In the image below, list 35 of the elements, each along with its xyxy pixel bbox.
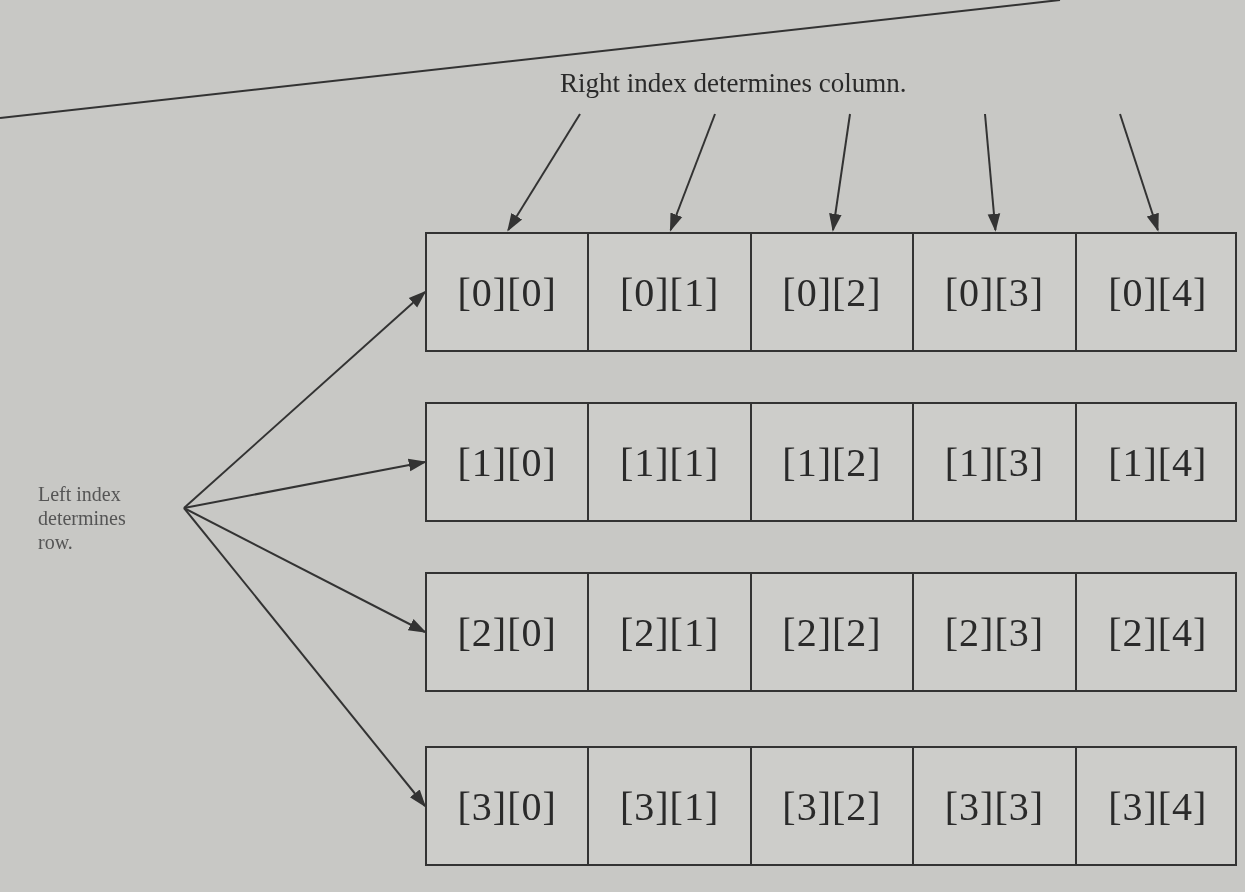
element-index: [0][3] xyxy=(944,268,1044,316)
element-index: [1][1] xyxy=(619,438,720,486)
arrow xyxy=(669,113,716,232)
element-index: [2][1] xyxy=(619,608,720,656)
element-index: [2][3] xyxy=(944,608,1044,656)
element-index: [1][3] xyxy=(944,438,1044,486)
element-index: [1][0] xyxy=(457,438,557,486)
annotation-text: Right index determines column. xyxy=(560,68,908,100)
arrow xyxy=(183,507,427,633)
array-row xyxy=(425,232,1237,352)
element-index: [3][3] xyxy=(944,782,1044,830)
element-index: [3][2] xyxy=(782,782,882,830)
element-index: [0][1] xyxy=(619,268,720,316)
element-index: [3][0] xyxy=(457,782,557,830)
arrow xyxy=(183,290,427,509)
array-row xyxy=(425,402,1237,522)
array-row xyxy=(425,572,1237,692)
element-index: [2][2] xyxy=(782,608,882,656)
element-index: [0][0] xyxy=(457,268,557,316)
element-index: [0][2] xyxy=(782,268,882,316)
arrow xyxy=(507,113,581,232)
element-index: [2][0] xyxy=(457,608,557,656)
element-index: [1][2] xyxy=(782,438,882,486)
arrow xyxy=(829,113,851,232)
array-row xyxy=(425,746,1237,866)
arrow xyxy=(183,458,427,509)
element-index: [3][1] xyxy=(619,782,720,830)
element-index: [1][4] xyxy=(1108,438,1208,486)
arrow xyxy=(1119,113,1159,232)
arrow xyxy=(183,507,427,808)
element-index: [3][4] xyxy=(1108,782,1208,830)
element-index: [2][4] xyxy=(1108,608,1208,656)
element-index: [0][4] xyxy=(1108,268,1208,316)
annotation-text: Left index determines row. xyxy=(38,482,127,554)
arrow xyxy=(984,113,1001,232)
